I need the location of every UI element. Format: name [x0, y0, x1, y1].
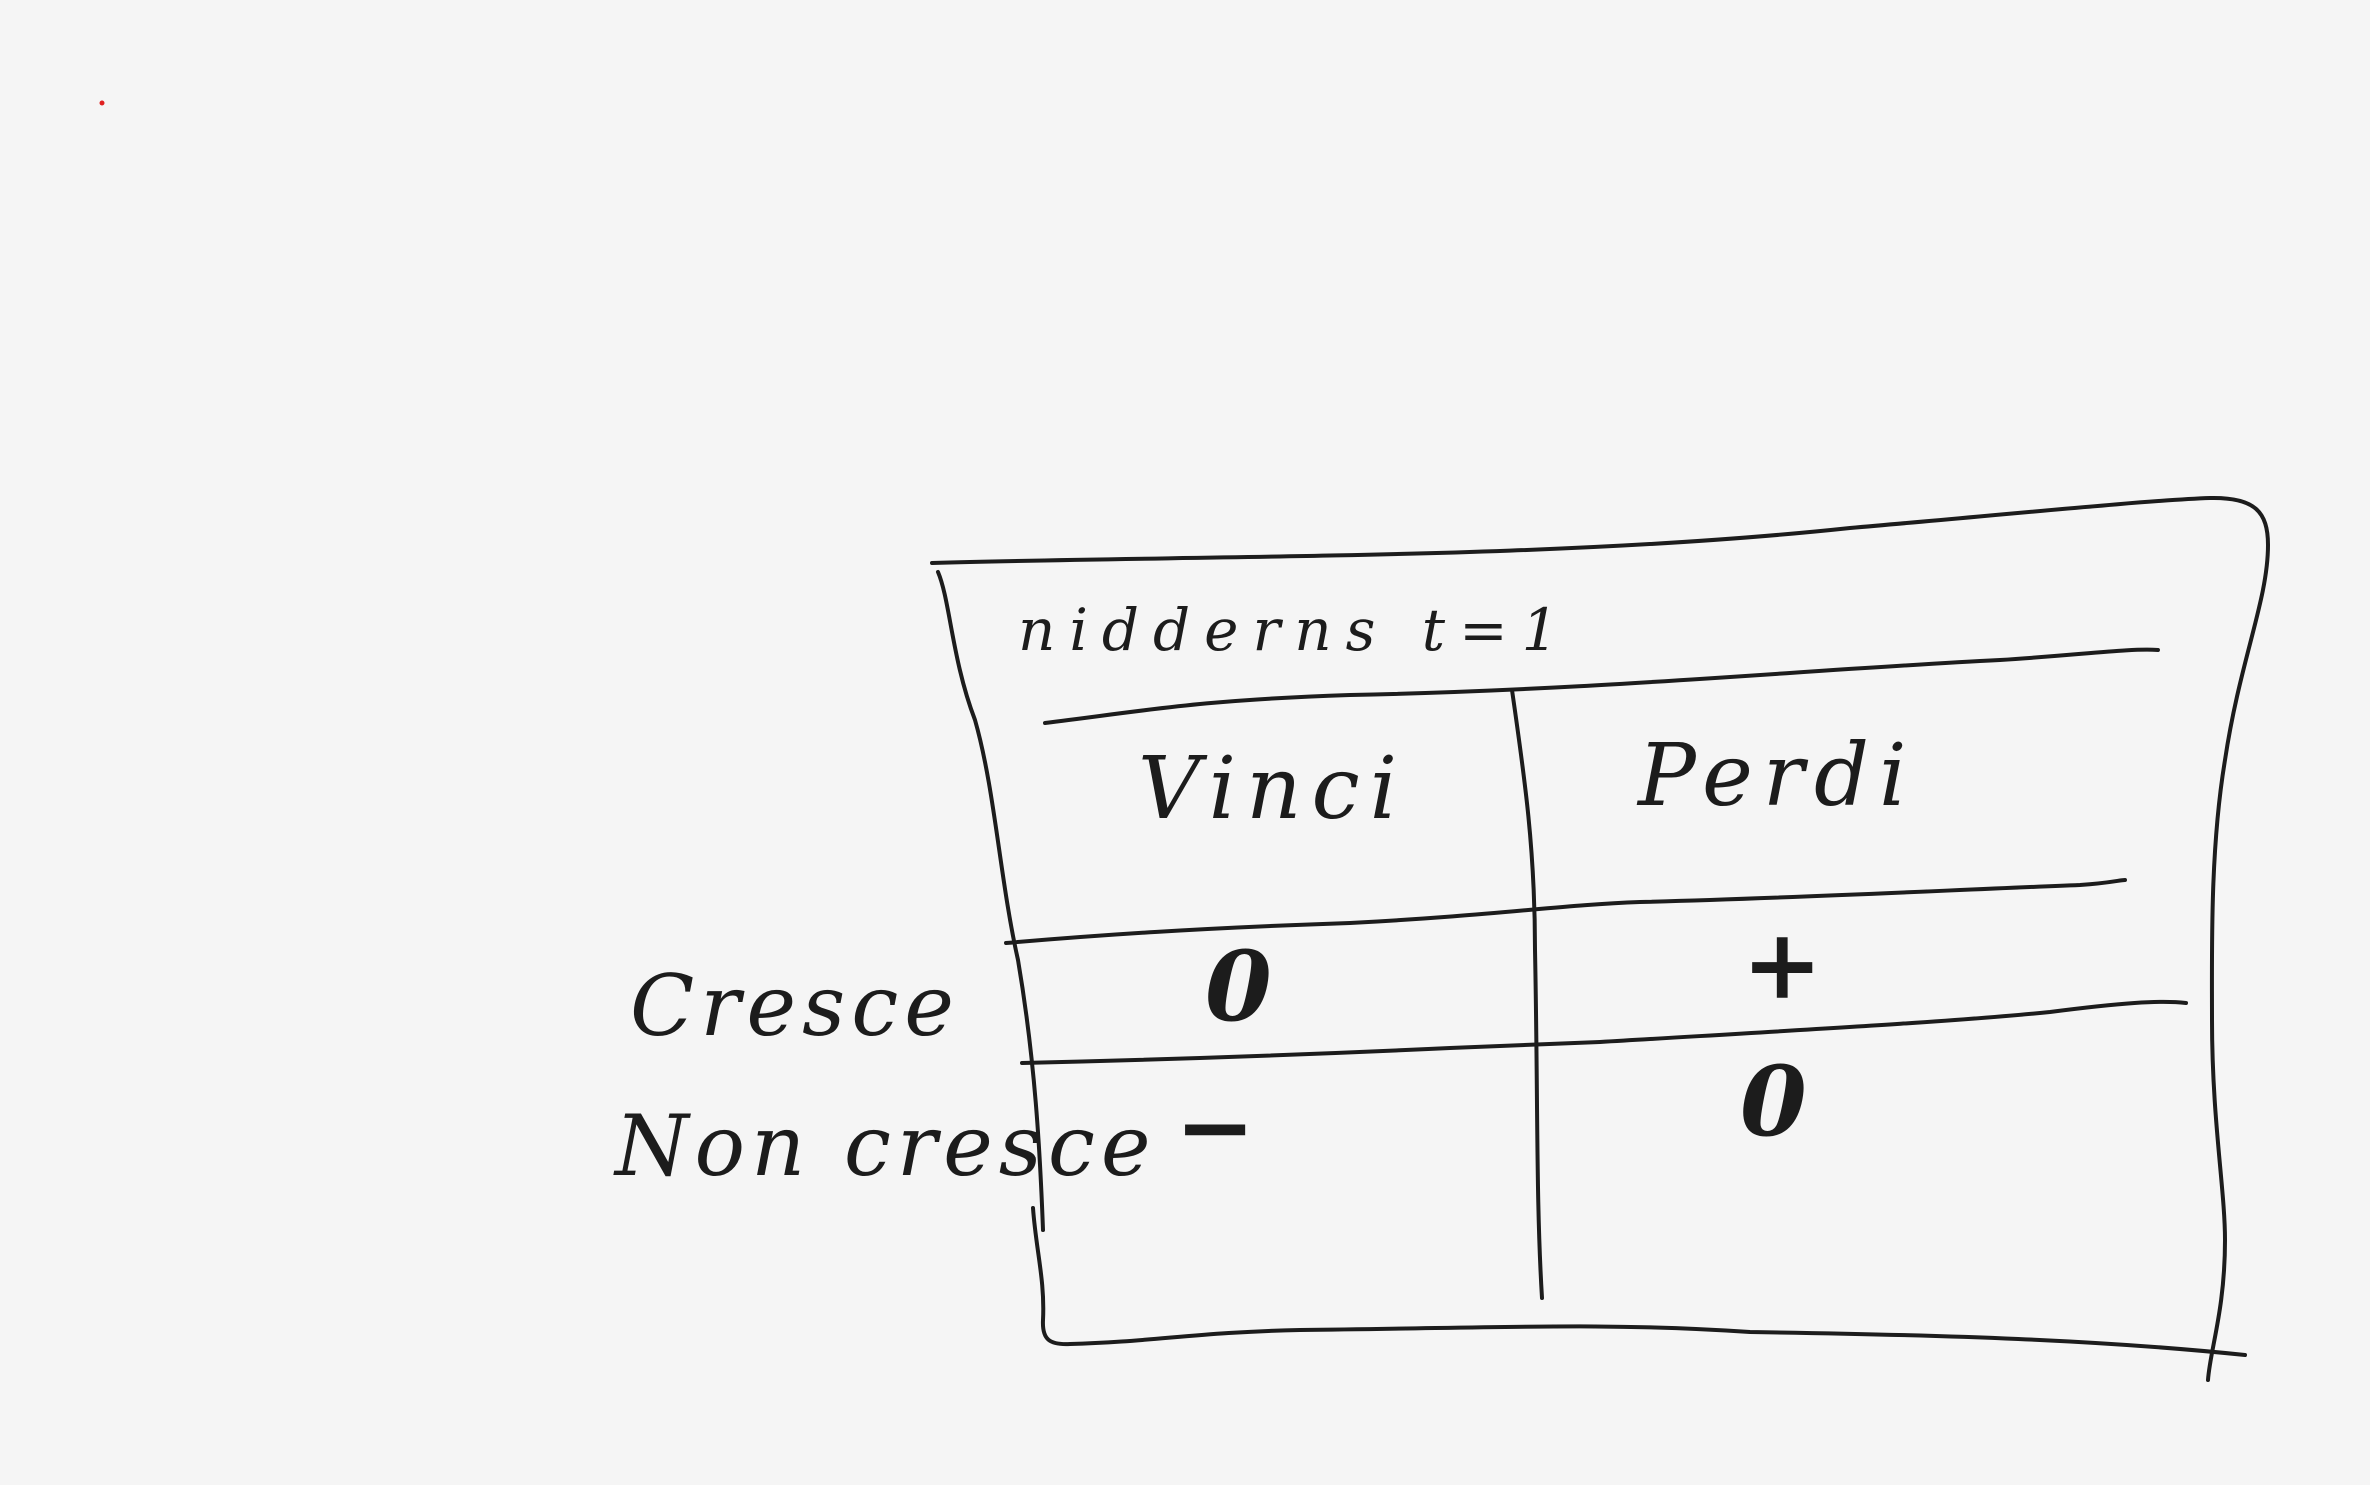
cell-cresce-perdi: +	[1742, 908, 1822, 1021]
row-line-2	[1020, 999, 2188, 1065]
stray-red-dot	[99, 100, 105, 106]
cell-non-cresce-vinci: −	[1175, 1070, 1255, 1183]
outer-frame	[930, 495, 2270, 1382]
outer-frame-bottom	[1031, 1206, 2247, 1357]
column-header-perdi: Perdi	[1636, 726, 1917, 826]
row-header-non-cresce: Non cresce	[613, 1097, 1157, 1195]
row-header-cresce: Cresce	[630, 957, 960, 1055]
outer-frame-left	[936, 570, 1045, 1232]
cell-cresce-vinci: 0	[1205, 930, 1272, 1043]
sketch-title: nidderns t=1	[1018, 596, 1573, 664]
column-header-vinci: Vinci	[1138, 739, 1407, 839]
header-separator-line	[1043, 647, 2160, 725]
cell-non-cresce-perdi: 0	[1740, 1045, 1807, 1158]
row-line-1	[1004, 878, 2127, 945]
column-divider-line	[1510, 688, 1544, 1300]
